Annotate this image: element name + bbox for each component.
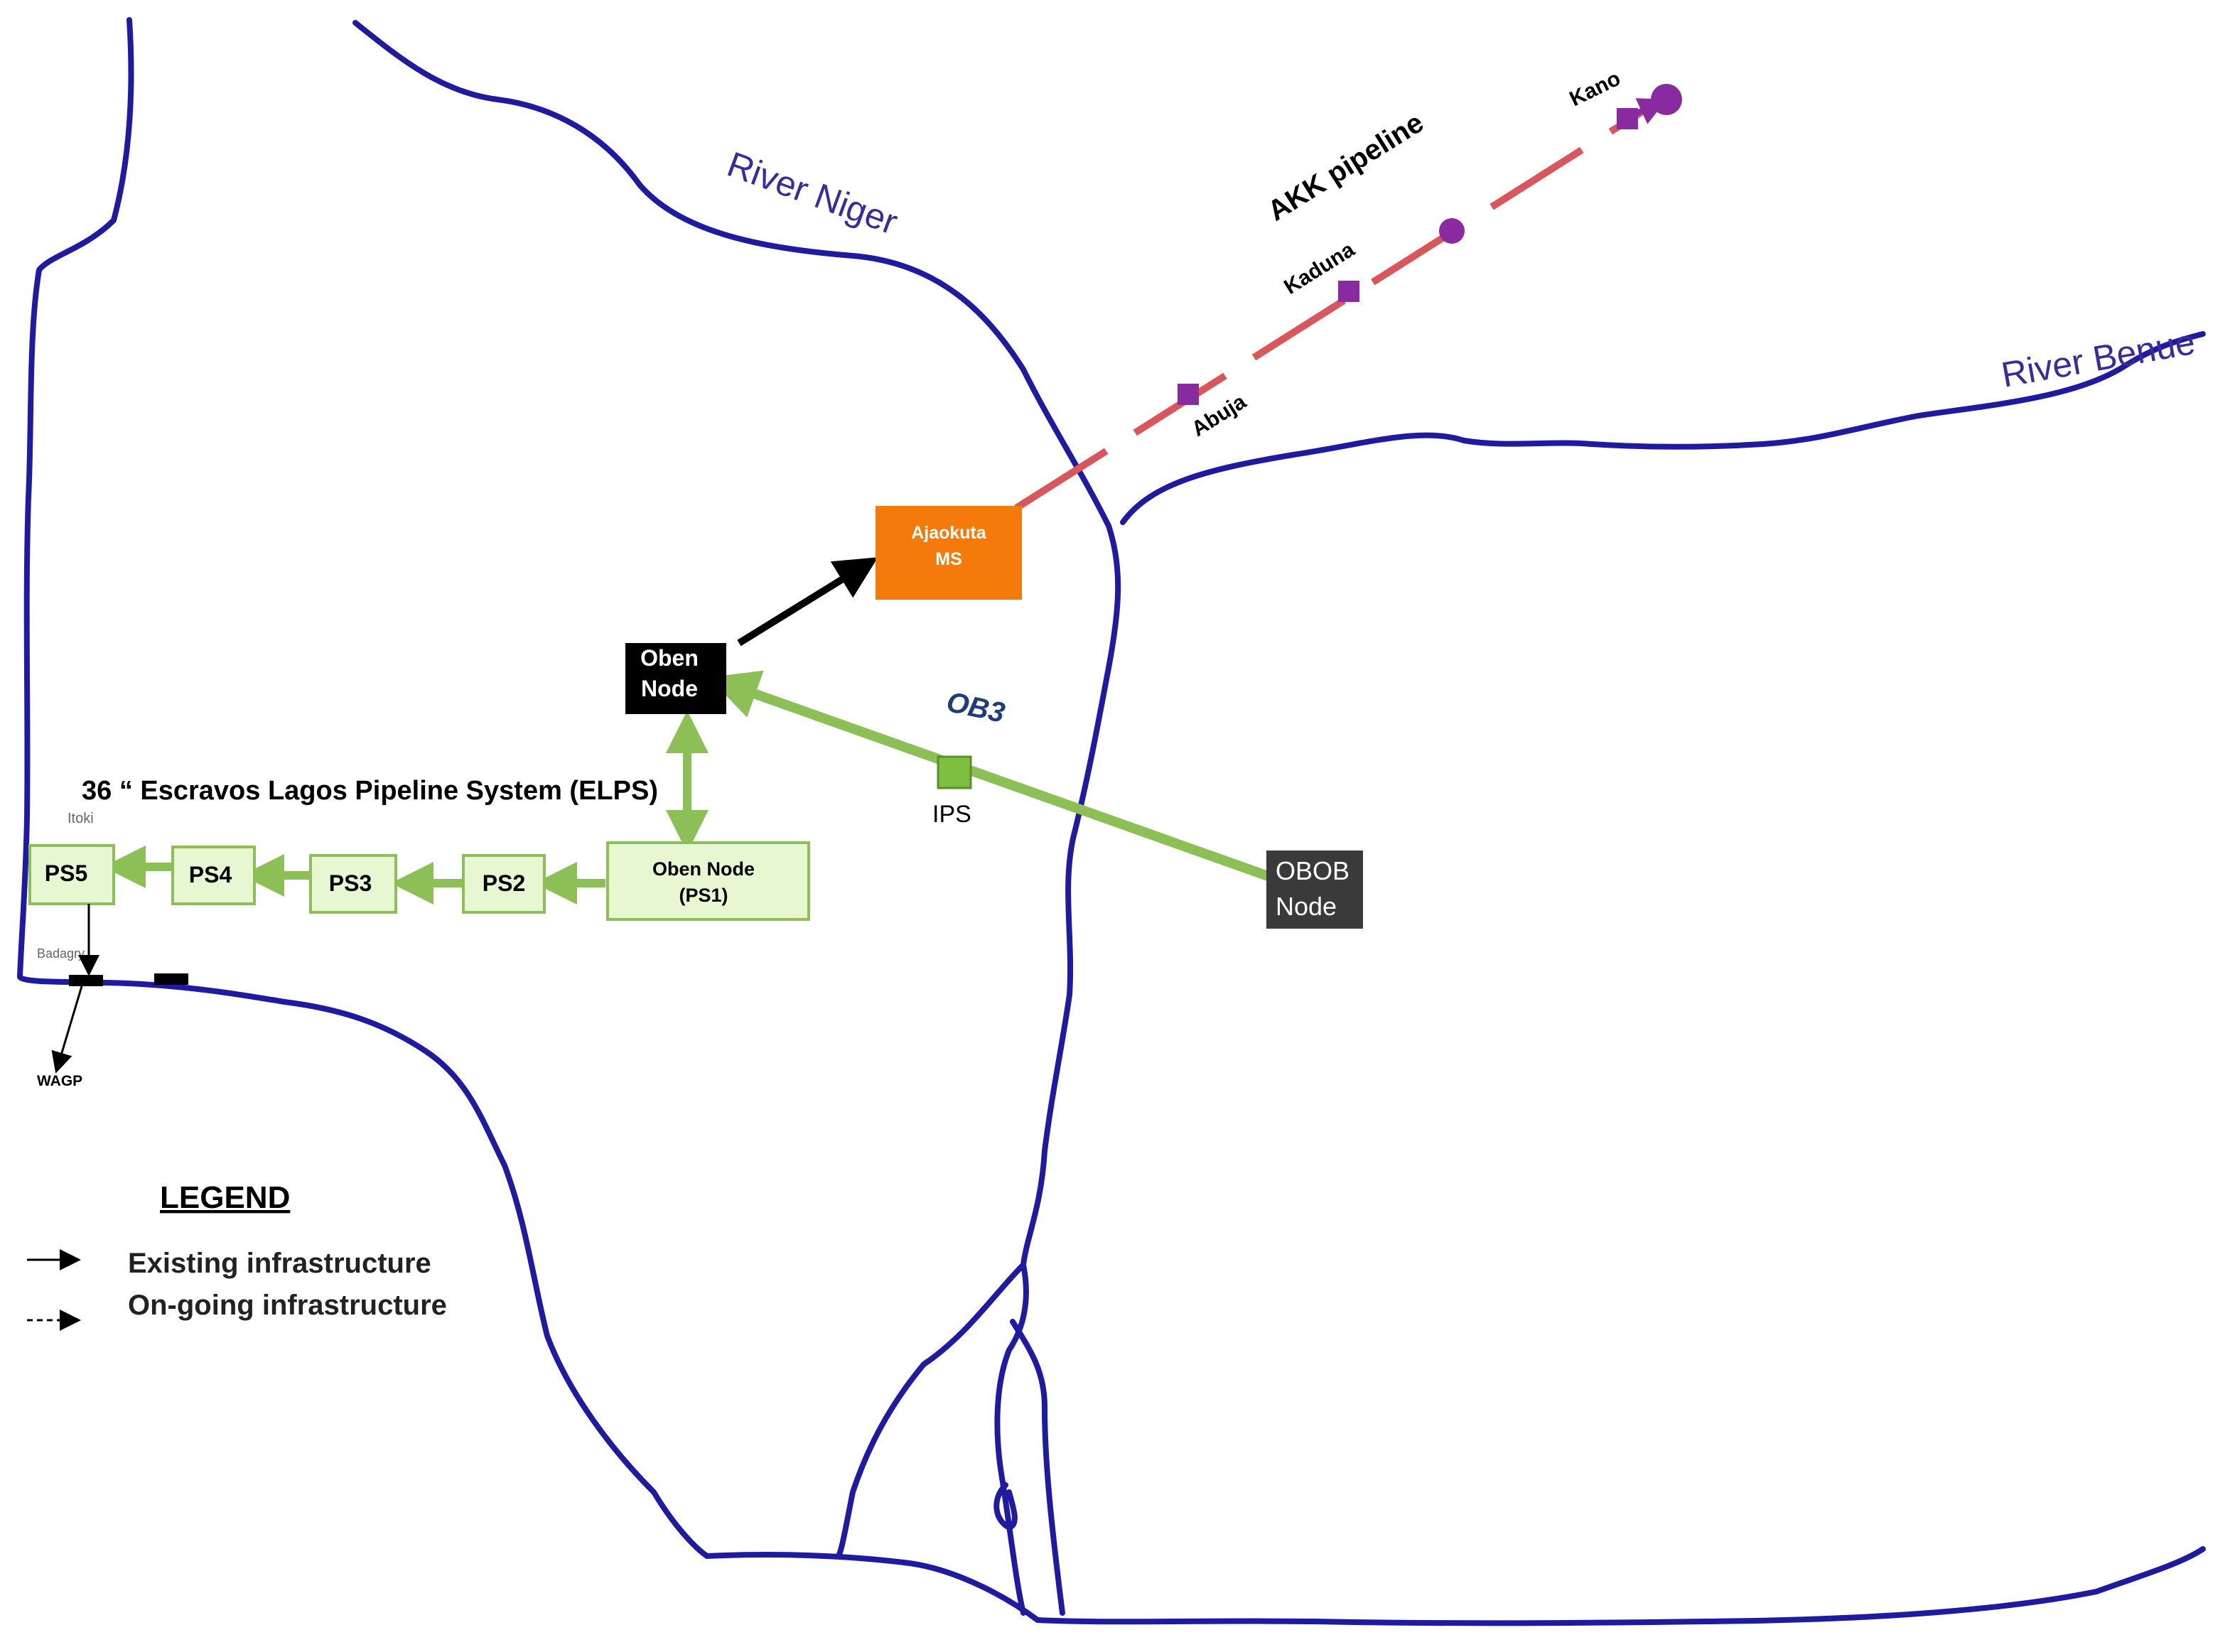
obob-node: OBOB Node [1266,851,1363,929]
itoki-label: Itoki [68,811,94,826]
ips-label: IPS [932,801,971,828]
legend: LEGEND Existing infrastructure On-going … [27,1180,447,1331]
river-bottom-horizontal [704,1546,2206,1626]
ips-station-marker [937,755,972,789]
ajaokuta-ms-node: Ajaokuta MS [876,506,1022,600]
oben-ps1-box [606,841,810,921]
river-bottom-wiggle [993,1482,1018,1530]
ps2-station: PS2 [462,854,546,914]
akk-pipeline-line [1014,99,1658,512]
ajaokuta-ms-box [876,506,1022,600]
legend-title: LEGEND [160,1180,290,1215]
ps2-label: PS2 [483,870,525,896]
akk-midpoint-marker [1439,218,1465,244]
ps5-label: PS5 [45,860,87,886]
elps-flow-arrows [103,846,605,905]
rivers [17,17,2206,1626]
river-benue [1120,331,2206,525]
badagry-label: Badagry [37,946,85,961]
river-niger-upper [352,20,1111,529]
kano-arrow [1634,98,1668,124]
oben-node: Oben Node [625,643,726,714]
kano-station-marker [1617,108,1638,129]
obob-node-box [1266,851,1363,929]
river-benue-label: River Benue [1998,322,2198,395]
badagry-to-wagp-arrow [51,986,83,1074]
akk-pipeline [1014,84,1682,512]
ps3-label: PS3 [329,870,372,896]
ps5-box [28,844,115,905]
obob-node-label-line1: OBOB [1276,856,1349,885]
ps2-box [462,854,546,914]
ps3-box [309,854,397,914]
kano-terminal-marker [1651,84,1682,115]
wagp-label: WAGP [37,1073,82,1089]
river-main-trunk [1020,523,1121,1268]
abuja-station-marker [1178,384,1199,405]
legend-existing-label: Existing infrastructure [128,1248,431,1279]
ps4-box [171,846,256,905]
ob3-label: OB3 [944,686,1008,729]
kano-label: Kano [1566,67,1625,112]
oben-node-label-line1: Oben [640,645,699,671]
kaduna-station-marker [1338,281,1359,302]
oben-node-label-line2: Node [641,676,698,701]
river-lower-inner [1010,1319,1065,1616]
river-lower-fork [836,1262,1026,1559]
obob-node-label-line2: Node [1276,892,1337,921]
river-niger-label: River Niger [722,144,903,242]
oben-ps1-label-line1: Oben Node [652,858,755,880]
oben-to-ajaokuta-arrow [737,557,878,647]
badagry-marker [69,975,103,986]
ps3-station: PS3 [309,854,397,914]
river-lower-east [994,1262,1029,1616]
ajaokuta-label-line1: Ajaokuta [911,523,987,543]
ajaokuta-label-line2: MS [935,549,962,569]
elps-title: 36 “ Escravos Lagos Pipeline System (ELP… [82,776,658,806]
akk-pipeline-title: AKK pipeline [1262,107,1428,227]
ps4-station: PS4 [171,846,256,905]
ps5-station: PS5 [28,844,115,905]
ob3-pipeline-arrow [709,670,1274,882]
ps4-label: PS4 [189,862,232,887]
legend-ongoing-label: On-going infrastructure [128,1290,447,1321]
oben-ps1-label-line2: (PS1) [679,885,728,906]
oben-ps1-station: Oben Node (PS1) [606,841,810,921]
oben-node-box [625,643,726,714]
second-coastal-marker [154,973,188,985]
